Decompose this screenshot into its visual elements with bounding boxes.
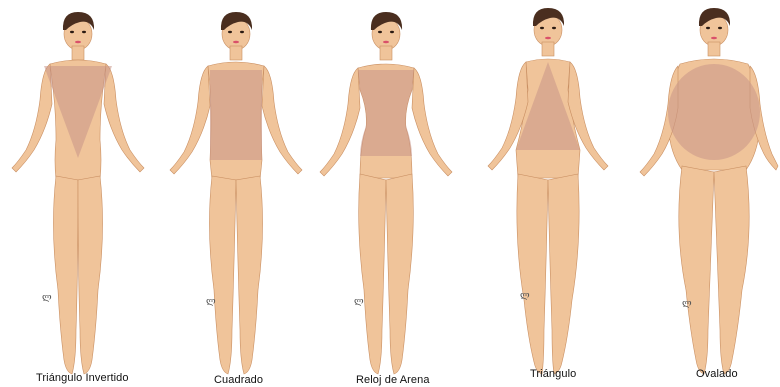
figure-triangulo-invertido: ლ Triángulo Invertido [0,0,156,387]
figure-reloj-de-arena-drawing: ლ [312,0,468,387]
figure-triangulo-invertido-drawing: ლ [0,0,156,387]
signature-mark: ლ [520,291,530,301]
shape-overlay [358,70,414,156]
figure-ovalado-drawing: ლ [624,0,780,387]
caption-ovalado: Ovalado [696,368,738,380]
signature-mark: ლ [354,297,364,307]
signature-mark: ლ [206,297,216,307]
figure-cuadrado: ლ Cuadrado [156,0,312,387]
figure-reloj-de-arena: ლ Reloj de Arena [312,0,468,387]
figure-ovalado: ლ Ovalado [624,0,780,387]
caption-triangulo-invertido: Triángulo Invertido [36,372,129,384]
figure-triangulo-drawing: ლ [468,0,624,387]
signature-mark: ლ [42,293,52,303]
signature-mark: ლ [682,299,692,309]
caption-triangulo: Triángulo [530,368,576,380]
caption-reloj-de-arena: Reloj de Arena [356,374,430,386]
shape-overlay [44,66,112,158]
shape-overlay [210,70,262,160]
figure-cuadrado-drawing: ლ [156,0,312,387]
figure-triangulo: ლ Triángulo [468,0,624,387]
shape-overlay [668,64,760,160]
caption-cuadrado: Cuadrado [214,374,263,386]
